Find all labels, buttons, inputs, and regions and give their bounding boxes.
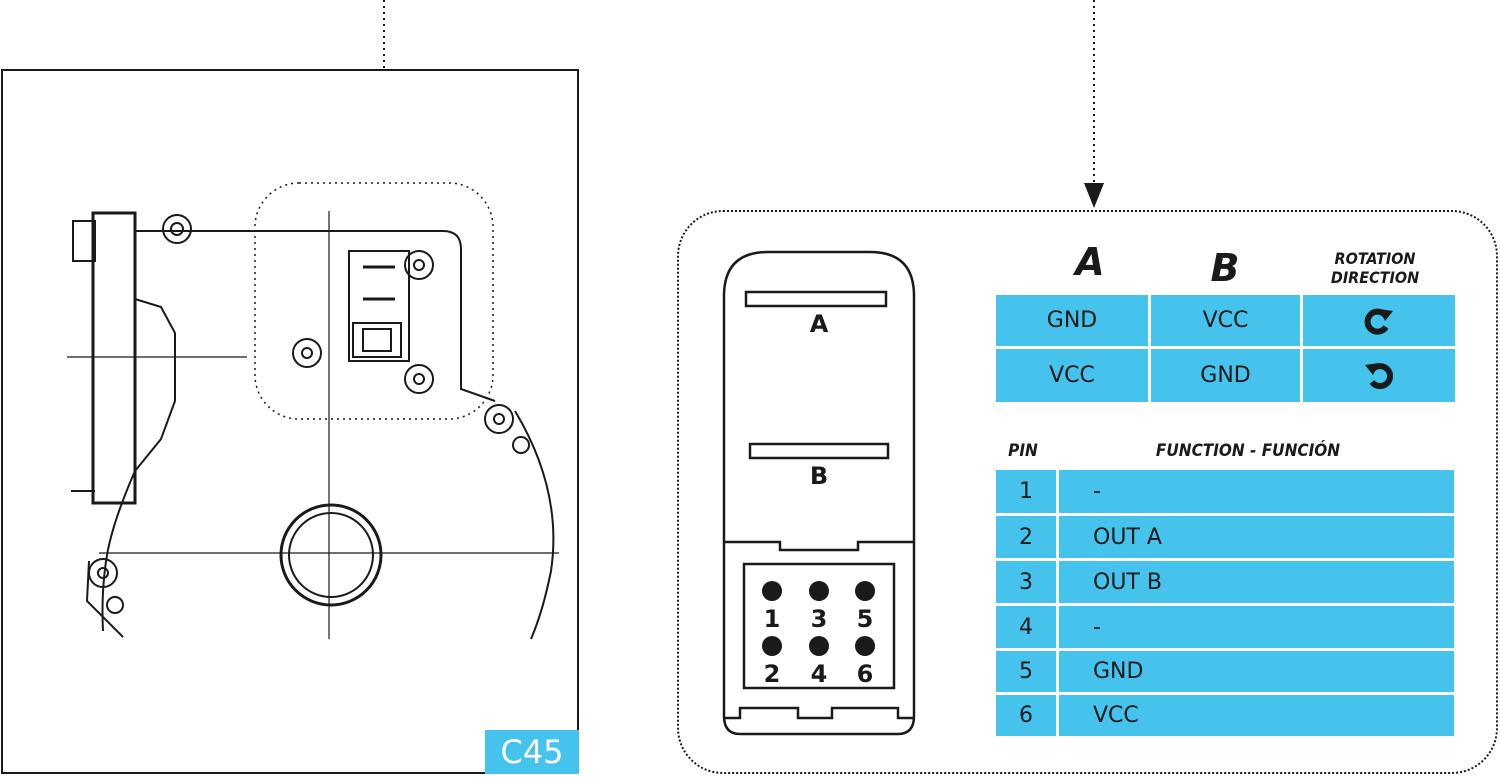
pin-row5-pin: 5 bbox=[996, 651, 1056, 692]
pin-3-dot bbox=[809, 581, 829, 601]
motor-drawing bbox=[67, 182, 559, 640]
model-badge: C45 bbox=[485, 730, 579, 774]
pin-5-dot bbox=[855, 581, 875, 601]
slot-a bbox=[744, 290, 888, 308]
rotation-row2-b: GND bbox=[1151, 349, 1300, 402]
pin-1-dot bbox=[762, 581, 782, 601]
header-a: A bbox=[1075, 240, 1105, 284]
slot-a-label: A bbox=[810, 310, 829, 338]
header-rotation-line1: ROTATION bbox=[1334, 249, 1416, 268]
pin-number-2: 2 bbox=[764, 660, 781, 688]
pin-row3-pin: 3 bbox=[996, 561, 1056, 603]
rotation-row1-a: GND bbox=[996, 295, 1148, 346]
header-b: B bbox=[1210, 246, 1240, 290]
pin-row6-pin: 6 bbox=[996, 695, 1056, 736]
slot-b-label: B bbox=[810, 462, 828, 490]
pin-number-5: 5 bbox=[857, 605, 874, 633]
header-rotation-line2: DIRECTION bbox=[1330, 268, 1420, 287]
pin-number-6: 6 bbox=[857, 660, 874, 688]
header-rotation: ROTATION DIRECTION bbox=[1310, 249, 1440, 287]
rotation-row2-direction bbox=[1303, 349, 1455, 402]
pin-row2-function: OUT A bbox=[1059, 516, 1454, 558]
rotation-row1-b: VCC bbox=[1151, 295, 1300, 346]
counterclockwise-arrow-icon bbox=[1365, 362, 1394, 389]
detail-panel bbox=[677, 210, 1498, 774]
pin-number-1: 1 bbox=[764, 605, 781, 633]
pin-dots bbox=[762, 581, 875, 656]
slot-b bbox=[748, 442, 890, 460]
pin-2-dot bbox=[762, 636, 782, 656]
pin-number-3: 3 bbox=[811, 605, 828, 633]
clockwise-arrow-icon bbox=[1364, 308, 1393, 335]
pin-4-dot bbox=[809, 636, 829, 656]
pin-row4-pin: 4 bbox=[996, 606, 1056, 648]
pin-row1-function: - bbox=[1059, 470, 1454, 513]
pin-row2-pin: 2 bbox=[996, 516, 1056, 558]
technical-drawing-panel: C45 bbox=[1, 69, 579, 774]
pin-6-dot bbox=[855, 636, 875, 656]
pin-row1-pin: 1 bbox=[996, 470, 1056, 513]
header-function: FUNCTION - FUNCIÓN bbox=[1155, 441, 1341, 461]
connector-face: A B 1 3 5 2 4 6 bbox=[722, 250, 916, 736]
pin-row3-function: OUT B bbox=[1059, 561, 1454, 603]
pin-number-4: 4 bbox=[811, 660, 828, 688]
pin-row6-function: VCC bbox=[1059, 695, 1454, 736]
header-pin: PIN bbox=[1008, 441, 1038, 461]
rotation-row2-a: VCC bbox=[996, 349, 1148, 402]
pin-row5-function: GND bbox=[1059, 651, 1454, 692]
arrow-down-icon bbox=[1084, 183, 1104, 208]
rotation-row1-direction bbox=[1303, 295, 1455, 346]
pin-row4-function: - bbox=[1059, 606, 1454, 648]
